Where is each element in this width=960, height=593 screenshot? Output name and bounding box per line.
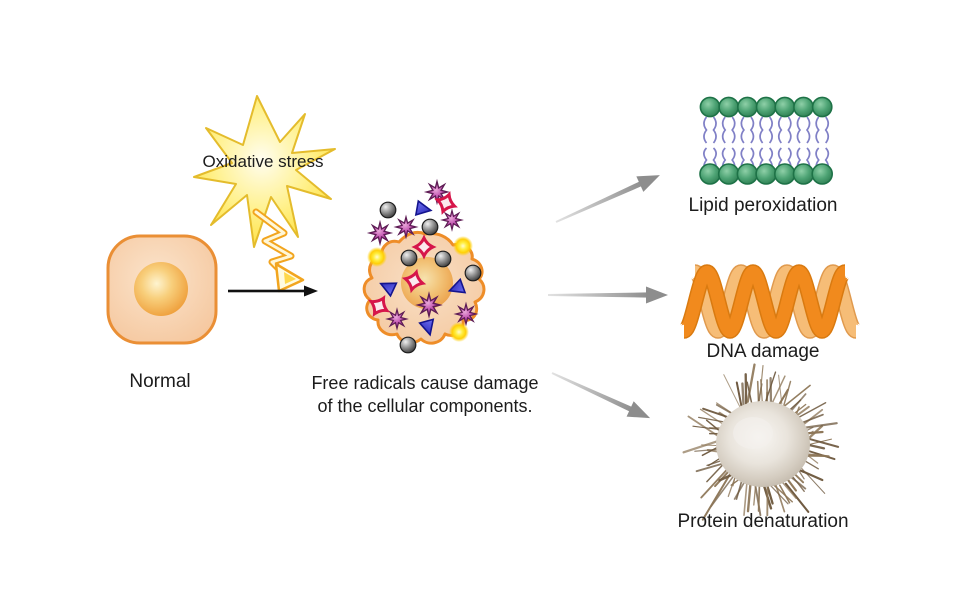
star-radical-icon: [386, 308, 408, 330]
star-radical-icon: [441, 209, 463, 231]
normal-label: Normal: [129, 371, 191, 392]
lipid-head: [811, 96, 833, 118]
lipid-head: [736, 163, 759, 185]
protein-spike: [769, 484, 789, 505]
caption-line-2: of the cellular components.: [317, 396, 533, 416]
lipid-bilayer-icon: [699, 96, 834, 185]
damage-caption: Free radicals cause damage of the cellul…: [290, 372, 560, 418]
protein-spike: [795, 401, 827, 420]
protein-spike: [801, 422, 838, 430]
lipid-tail: [768, 116, 774, 144]
caption-line-1: Free radicals cause damage: [311, 373, 539, 393]
protein-denaturation-label: Protein denaturation: [677, 511, 849, 532]
protein-spike: [746, 481, 752, 513]
lipid-tail: [731, 116, 736, 144]
lipid-tail: [815, 116, 820, 144]
protein-spike: [743, 481, 748, 517]
lipid-head: [774, 96, 796, 118]
protein-spike: [774, 483, 786, 513]
protein-spike: [759, 365, 764, 402]
lipid-tail: [777, 116, 783, 144]
protein-spike: [744, 373, 748, 409]
protein-spike: [723, 374, 742, 410]
lipid-head: [755, 96, 777, 118]
lipid-tail: [740, 116, 745, 144]
star-radical-icon: [455, 303, 477, 325]
oxidative-stress-label: Oxidative stress: [202, 152, 324, 171]
sphere-radical-icon: [399, 336, 417, 354]
black-arrow-icon: [228, 285, 318, 297]
glow-radical-icon: [453, 236, 473, 256]
protein-spike: [781, 384, 811, 409]
lipid-tail: [749, 116, 755, 144]
lipid-head: [793, 96, 814, 118]
dna-helix-icon: [676, 264, 864, 339]
lipid-head: [699, 163, 721, 185]
lipid-tails: [703, 116, 830, 174]
lipid-head: [737, 96, 758, 118]
star-radical-icon: [395, 216, 417, 238]
lipid-tail: [796, 116, 802, 144]
star-radical-icon: [368, 221, 392, 245]
lipid-head: [792, 163, 815, 185]
sphere-radical-icon: [379, 201, 397, 219]
denatured-protein-icon: [682, 363, 840, 521]
arrow-to-lipid: [555, 175, 660, 223]
lipid-tail: [759, 116, 764, 144]
sphere-radical-icon: [434, 250, 452, 268]
lightning-bolt-icon: [252, 208, 305, 293]
protein-spike: [764, 371, 777, 404]
lipid-peroxidation-label: Lipid peroxidation: [688, 195, 838, 216]
arrow-to-protein: [551, 372, 651, 419]
nucleus-icon: [401, 257, 453, 309]
protein-spike: [771, 375, 786, 404]
protein-spike: [753, 483, 757, 506]
lipid-head: [773, 163, 796, 185]
protein-spike: [798, 468, 824, 482]
sphere-radical-icon: [400, 249, 418, 267]
dna-damage-label: DNA damage: [706, 341, 820, 362]
lipid-heads: [699, 96, 834, 185]
lipid-tail: [824, 116, 830, 144]
protein-spike: [784, 482, 810, 513]
nucleus-icon: [134, 262, 188, 316]
protein-spike: [792, 476, 805, 492]
lipid-tail: [703, 116, 708, 144]
lipid-head: [699, 96, 721, 118]
arrow-to-dna: [548, 286, 668, 304]
lipid-tail: [712, 116, 717, 144]
starburst-icon: [193, 95, 336, 248]
lipid-head: [718, 96, 740, 118]
tri-radical-icon: [415, 200, 433, 219]
glow-radical-icon: [449, 322, 469, 342]
protein-spike: [746, 363, 756, 403]
lipid-head: [755, 163, 777, 185]
protein-spike: [781, 481, 797, 499]
lipid-tail: [787, 116, 792, 144]
protein-spike: [798, 464, 826, 494]
glow-radical-icon: [367, 247, 387, 267]
protein-spike: [772, 484, 794, 503]
lipid-tail: [805, 116, 811, 144]
lipid-head: [717, 163, 740, 185]
normal-cell-icon: [106, 234, 218, 345]
lipid-tail: [721, 116, 727, 144]
protein-spike: [741, 382, 745, 408]
sphere-radical-icon: [421, 218, 439, 236]
star-radical-icon: [417, 293, 441, 317]
sphere-radical-icon: [464, 264, 482, 282]
protein-spike: [682, 438, 723, 454]
protein-spike: [687, 415, 719, 437]
lipid-head: [811, 163, 834, 185]
